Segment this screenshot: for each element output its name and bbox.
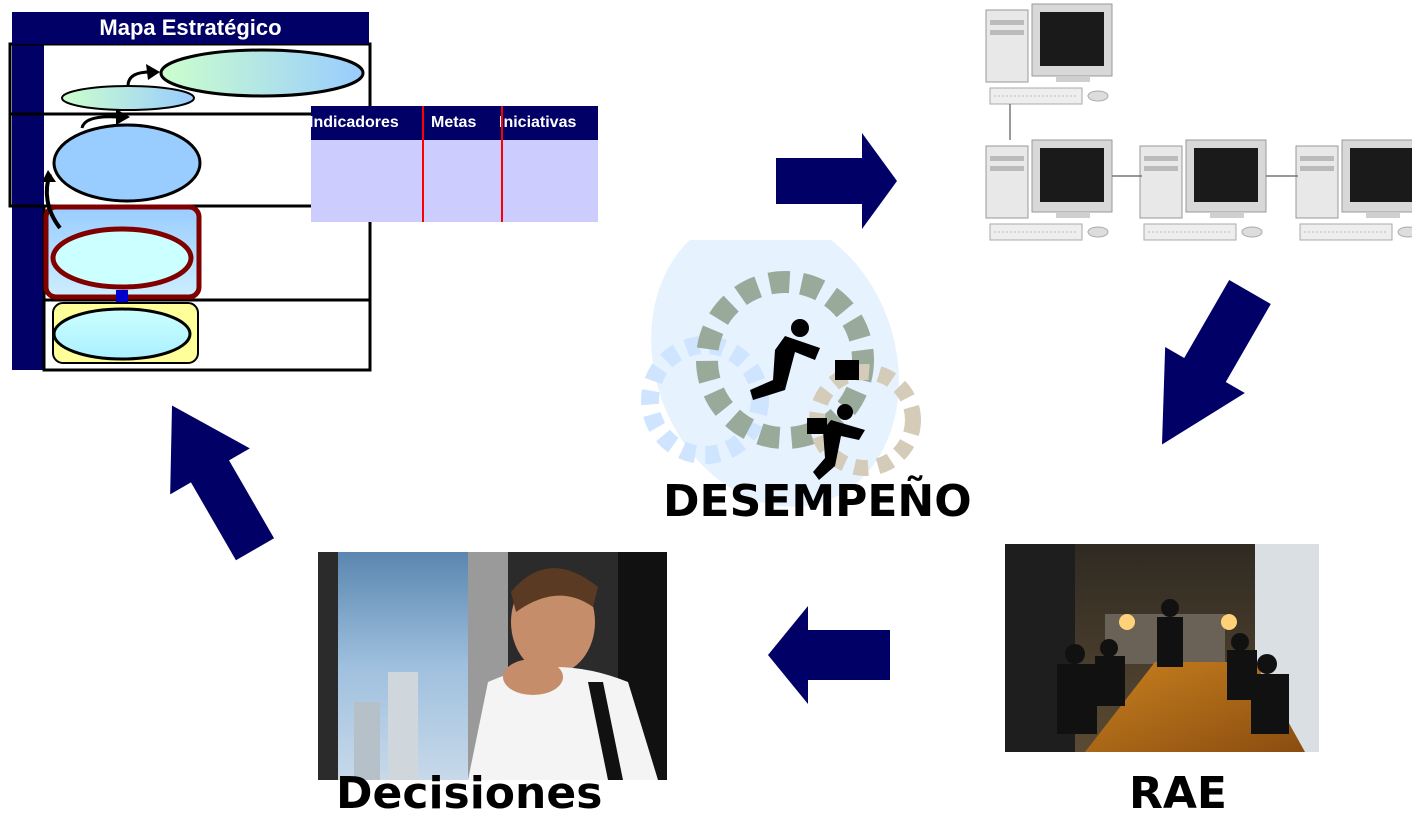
arrow-up-left-icon [170, 405, 275, 561]
computer-network-illustration [985, 3, 1412, 241]
arrow-left-icon [768, 606, 890, 704]
computer-icon [1295, 139, 1412, 241]
computer-icon [1139, 139, 1267, 241]
map-ellipse-top-right [159, 48, 365, 98]
map-ellipse-middle [52, 123, 202, 203]
table-header-iniciativas: Iniciativas [499, 114, 577, 131]
rae-label: RAE [1129, 768, 1227, 819]
strategic-map-title: Mapa Estratégico [12, 12, 369, 44]
table-header-metas: Metas [431, 114, 477, 131]
strategic-map: Mapa Estratégico Indicadores Metas Inici… [0, 0, 610, 380]
map-row-4 [42, 298, 372, 372]
decisions-label: Decisiones [336, 768, 603, 819]
performance-gears-illustration [641, 240, 921, 507]
computer-icon [985, 3, 1113, 105]
strategic-map-drawing [8, 42, 503, 372]
performance-label: DESEMPEÑO [663, 476, 972, 527]
map-arrow-2 [80, 115, 119, 129]
strategic-table-header: Indicadores Metas Iniciativas [309, 106, 598, 140]
map-ellipse-highlight [50, 226, 194, 290]
thinking-man-photo [318, 552, 667, 780]
table-header-indicadores: Indicadores [309, 114, 399, 131]
map-ellipse-base [52, 307, 192, 361]
meeting-room-photo [1005, 544, 1319, 752]
strategic-table-body [311, 140, 598, 222]
computer-icon [985, 139, 1113, 241]
arrow-right-icon [776, 133, 897, 229]
arrow-down-left-icon [1162, 280, 1271, 445]
